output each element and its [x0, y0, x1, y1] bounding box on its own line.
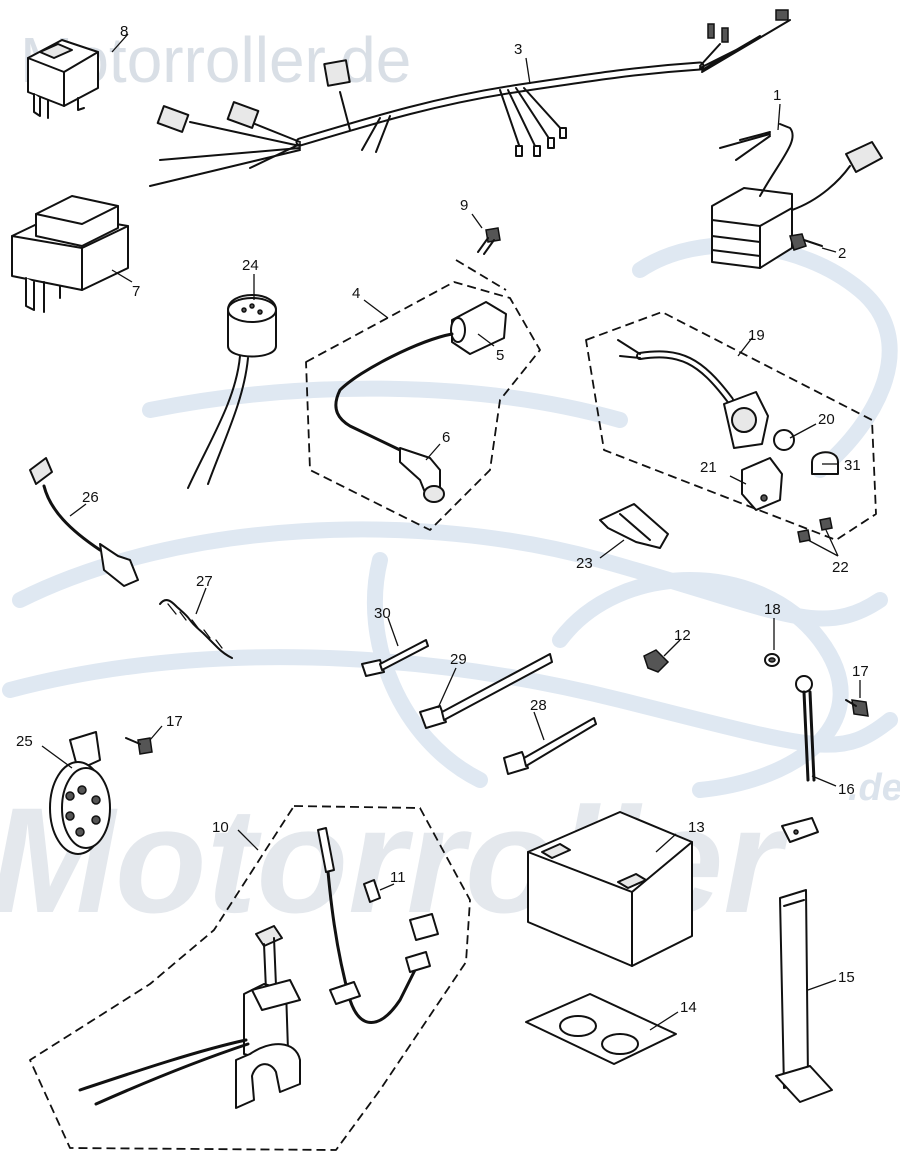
callout-20: 20 [818, 411, 835, 428]
starter-relay-group-10 [29, 805, 471, 1151]
cable-tie-part-28 [503, 717, 597, 775]
screws-part-22 [797, 517, 833, 543]
bolt-part-17-right [845, 699, 869, 717]
callout-2: 2 [838, 245, 846, 262]
callout-26: 26 [82, 489, 99, 506]
callout-1: 1 [773, 87, 781, 104]
bolt-part-17-left [125, 737, 153, 755]
nut-part-18 [764, 653, 780, 667]
fuse-part-11 [363, 879, 381, 903]
callout-numbers: 1 2 3 4 5 6 7 8 9 10 11 12 13 14 15 16 1… [16, 23, 869, 1016]
battery-cable-part-16 [781, 675, 819, 843]
relay-part-8 [27, 39, 99, 119]
callout-21: 21 [700, 459, 717, 476]
bracket-part-23 [599, 503, 669, 549]
callout-10: 10 [212, 819, 229, 836]
callout-9: 9 [460, 197, 468, 214]
callout-4: 4 [352, 285, 360, 302]
spring-part-27 [159, 599, 233, 659]
callout-18: 18 [764, 601, 781, 618]
callout-17-right: 17 [852, 663, 869, 680]
regulator-part-1 [711, 123, 883, 269]
battery-strap-part-15 [775, 889, 833, 1103]
relay-part-7 [11, 195, 129, 313]
callout-14: 14 [680, 999, 697, 1016]
callout-25: 25 [16, 733, 33, 750]
callout-11: 11 [390, 869, 406, 886]
callout-19: 19 [748, 327, 765, 344]
ignition-coil-group-4 [305, 259, 541, 531]
leader-lines [41, 33, 861, 1031]
watermark-small-text: .de [848, 767, 900, 809]
callout-12: 12 [674, 627, 691, 644]
callout-27: 27 [196, 573, 213, 590]
callout-7: 7 [132, 283, 140, 300]
callout-29: 29 [450, 651, 467, 668]
cable-tie-part-29 [419, 653, 553, 729]
callout-31: 31 [844, 457, 861, 474]
callout-6: 6 [442, 429, 450, 446]
bolt-part-2 [789, 233, 823, 251]
battery-part-13 [527, 811, 693, 967]
callout-22: 22 [832, 559, 849, 576]
callout-23: 23 [576, 555, 593, 572]
callout-15: 15 [838, 969, 855, 986]
wiring-harness-part-3 [149, 9, 791, 187]
callout-30: 30 [374, 605, 391, 622]
callout-28: 28 [530, 697, 547, 714]
clip-part-12 [643, 649, 670, 673]
callout-16: 16 [838, 781, 855, 798]
callout-3: 3 [514, 41, 522, 58]
ignition-switch-group-19 [585, 311, 877, 541]
callout-13: 13 [688, 819, 705, 836]
callout-5: 5 [496, 347, 504, 364]
watermark-swooshes [2, 237, 898, 798]
switch-part-24 [187, 294, 277, 489]
callout-8: 8 [120, 23, 128, 40]
screw-part-9 [477, 227, 501, 255]
sensor-part-26 [29, 457, 139, 587]
callout-17-left: 17 [166, 713, 183, 730]
cable-tie-part-30 [361, 639, 429, 677]
battery-pad-part-14 [525, 993, 677, 1065]
callout-24: 24 [242, 257, 259, 274]
horn-part-25 [49, 731, 111, 855]
